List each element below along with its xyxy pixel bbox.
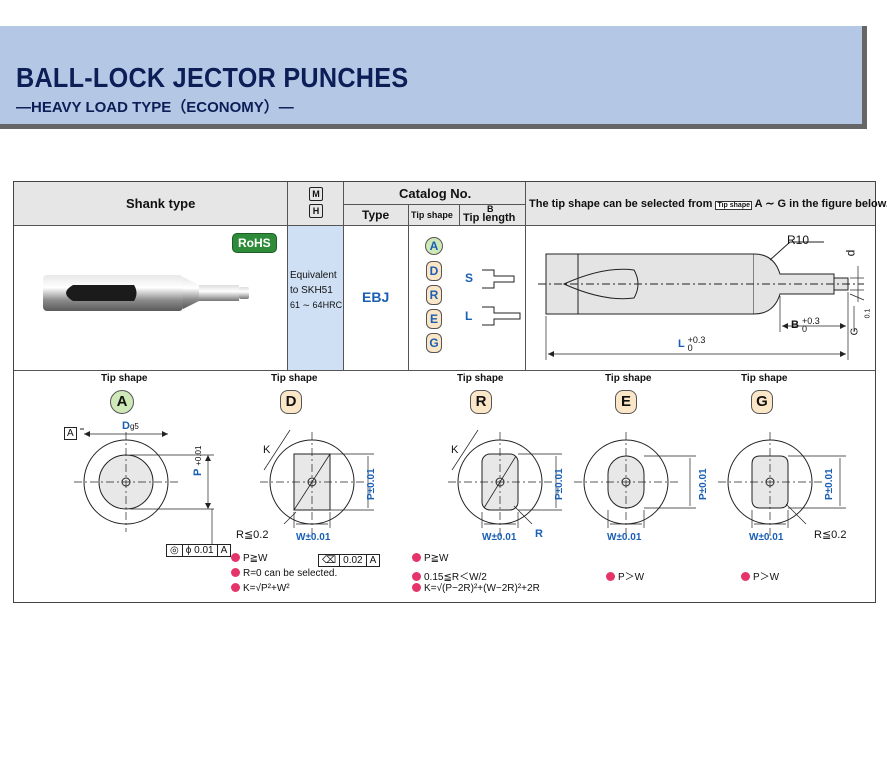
dim-b: B +0.3 0 [791,316,820,334]
dim-l: L +0.3 0 [678,335,706,353]
punch-dimension-drawing [538,241,865,360]
material-cell [287,225,343,370]
shape-d-r: R≦0.2 [236,529,269,541]
dim-g: G [849,327,861,336]
material-line-1: Equivalent [290,270,337,281]
shape-d-badge: D [280,390,302,414]
material-line-3: 61 ∼ 64HRC [290,300,343,310]
tip-length-s: S [465,271,474,285]
tip-bulb-icon [231,553,240,562]
tip-bulb-icon [606,572,615,581]
header-type: Type [362,208,390,222]
shape-d-note-3: K=√P²+W² [231,583,290,594]
header-catalog-no: Catalog No. [399,186,472,201]
page-subtitle: —HEAVY LOAD TYPE（ECONOMY）— [16,99,294,116]
tip-bulb-icon [412,553,421,562]
symmetry-icon: ⌫ [319,555,341,566]
shape-g-drawing [718,432,846,536]
shape-g-p: P±0.01 [824,468,835,500]
tip-shape-d-badge: D [426,261,442,281]
material-line-2: to SKH51 [290,285,333,296]
shape-r-badge: R [470,390,492,414]
header-tip-length: Tip length [463,212,516,224]
tip-shape-r-badge: R [426,285,442,305]
shape-r-drawing [448,429,562,536]
tip-bulb-icon [231,583,240,592]
punch-photo [43,275,249,311]
shape-e-drawing [574,432,696,536]
dim-d: d [843,249,858,257]
h-icon: H [309,204,323,218]
page-title: BALL-LOCK JECTOR PUNCHES [16,62,409,93]
rohs-badge: RoHS [232,233,277,253]
spec-table: Shank type M H Catalog No. Type Tip shap… [13,181,887,603]
tip-shape-g-badge: G [426,333,442,353]
shape-r-p: P±0.01 [554,468,565,500]
shape-a-dg: Dg5 [122,420,139,432]
shape-e-w: W±0.01 [607,532,642,543]
shape-e-note-1: P＞W [606,568,644,583]
header-selection-note: The tip shape can be selected from Tip s… [529,198,887,210]
shape-d-drawing [260,429,374,536]
shape-r-note-1: P≧W [412,553,449,564]
tip-bulb-icon [741,572,750,581]
shape-d-w: W±0.01 [296,532,331,543]
shape-g-w: W±0.01 [749,532,784,543]
shape-d-note-2: R=0 can be selected. [231,568,337,579]
tip-shape-tag: Tip shape [715,201,752,210]
shape-d-note-1: P≧W [231,553,268,564]
shape-a-p: P +0.01 [192,445,204,476]
tip-shape-a-badge: A [425,237,443,255]
tip-shape-e-badge: E [426,309,442,329]
tip-bulb-icon [412,583,421,592]
shape-r-w: W±0.01 [482,532,517,543]
shape-e-badge: E [615,390,637,414]
shape-g-heading: Tip shape [741,373,788,384]
shape-r-k: K [451,444,459,456]
header-b: B [487,204,494,214]
shape-r-heading: Tip shape [457,373,504,384]
shape-a-badge: A [110,390,134,414]
tip-bulb-icon [412,572,421,581]
tip-bulb-icon [231,568,240,577]
shape-d-heading: Tip shape [271,373,318,384]
shape-d-p: P±0.01 [366,468,377,500]
shape-d-k: K [263,444,271,456]
shape-g-badge: G [751,390,773,414]
shape-a-heading: Tip shape [101,373,148,384]
tip-length-sketches [482,269,521,326]
shape-g-note-1: P＞W [741,568,779,583]
shape-e-heading: Tip shape [605,373,652,384]
dim-r10: R10 [787,233,810,247]
dim-g-tol: 0.1 [864,308,872,319]
title-banner: BALL-LOCK JECTOR PUNCHES —HEAVY LOAD TYP… [0,26,867,129]
header-shank-type: Shank type [126,196,196,211]
tip-length-l: L [465,309,473,323]
shape-r-r: R [535,528,543,540]
type-code: EBJ [362,289,390,305]
shape-g-r: R≦0.2 [814,529,847,541]
shape-r-note-2: 0.15≦R＜W/2 [412,568,487,583]
shape-r-note-3: K=√(P−2R)²+(W−2R)²+2R [412,583,540,594]
header-tip-shape: Tip shape [411,210,453,220]
shape-a-drawing [74,428,214,548]
m-icon: M [309,187,323,201]
datum-a-box: A [64,427,77,440]
